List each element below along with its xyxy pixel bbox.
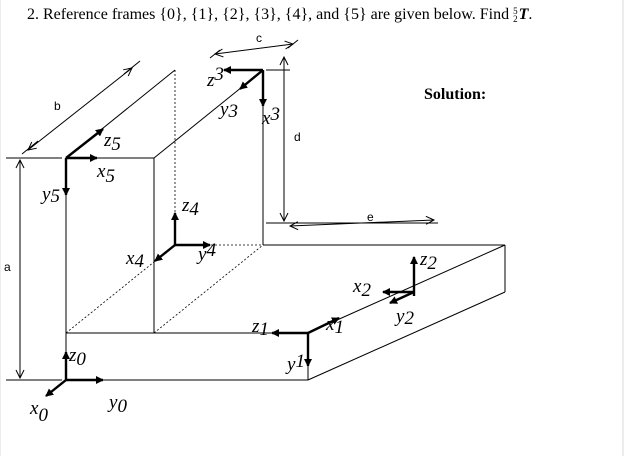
y5-label: y5 [40, 184, 60, 207]
y4-label: y4 [196, 240, 216, 265]
dim-d-label: d [294, 130, 301, 144]
dimension-lines [6, 39, 438, 381]
z5-label: z5 [103, 130, 121, 155]
z3-label: z3 [206, 64, 224, 91]
z4-label: z4 [181, 195, 199, 220]
dim-b-label: b [54, 99, 61, 113]
x0-label: x0 [29, 398, 48, 426]
y3-arrow [239, 69, 264, 90]
problem-text: 2. Reference frames {0}, {1}, {2}, {3}, … [27, 6, 514, 23]
y1-label: y1 [285, 351, 305, 375]
x2-label: x2 [352, 276, 371, 301]
z0-label: z0 [68, 345, 86, 370]
x5-label: x5 [96, 161, 115, 187]
problem-statement: 2. Reference frames {0}, {1}, {2}, {3}, … [27, 6, 532, 24]
y0-label: y0 [107, 392, 127, 417]
x1-label: x1 [325, 314, 344, 338]
frac-top: 5 [513, 6, 518, 17]
x3-label: x3 [261, 104, 280, 129]
z1-label: z1 [251, 316, 269, 340]
dim-a-label: a [4, 260, 11, 274]
dim-e-label: e [367, 210, 374, 224]
dim-b-line [28, 68, 132, 150]
x0-arrow [45, 379, 67, 397]
x4-arrow [154, 244, 176, 262]
solution-label: Solution: [424, 86, 487, 103]
y3-label: y3 [218, 99, 238, 122]
problem-period: . [528, 6, 533, 23]
z5-arrow [65, 128, 104, 159]
transform-symbol: T [518, 6, 529, 23]
frame-arrows [45, 66, 418, 397]
x4-label: x4 [125, 248, 144, 272]
x2-arrow [389, 290, 415, 305]
frac-bottom: 2 [513, 14, 518, 25]
z2-label: z2 [419, 249, 437, 274]
dim-c-label: c [256, 31, 262, 45]
dim-c-line [215, 44, 293, 54]
dim-e-line [290, 220, 434, 226]
dim-b-ext-1 [21, 140, 39, 155]
y2-label: y2 [394, 306, 414, 329]
x1-arrow [307, 316, 340, 335]
